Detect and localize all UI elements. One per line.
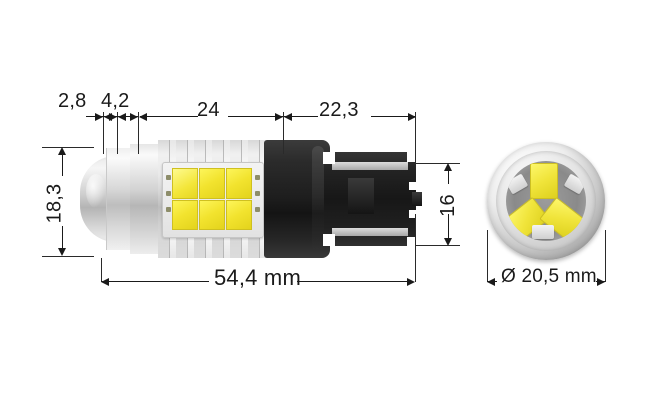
dim-label-16: 16 (436, 194, 459, 217)
arrow-head (597, 277, 605, 286)
extension-line (415, 245, 460, 246)
arrow-head (284, 112, 292, 121)
locking-lug (412, 192, 422, 206)
reflector-cavity (506, 161, 586, 241)
extension-line (42, 256, 94, 257)
arrow-head (95, 112, 103, 121)
front-view-bulb (487, 142, 605, 260)
dim-line-16-bottom (448, 214, 449, 238)
arrow-head (407, 277, 415, 286)
led-chip (172, 168, 198, 199)
arrow-head (101, 277, 109, 286)
heatsink-body (130, 144, 161, 254)
arrow-head (139, 112, 147, 121)
extension-line (42, 147, 94, 148)
led-chip (226, 168, 252, 199)
dim-label-diameter: Ø 20,5 mm (501, 266, 597, 287)
dim-line-223-right (371, 116, 415, 117)
arrow-head (104, 112, 112, 121)
extension-line (487, 230, 488, 282)
extension-line (103, 112, 104, 154)
led-chip (226, 199, 252, 230)
led-chip (199, 168, 225, 199)
retainer-clip (532, 225, 554, 239)
arrow-head (118, 112, 126, 121)
arrow-head (58, 147, 66, 155)
dim-label-4-2: 4,2 (101, 90, 130, 112)
arrow-head (130, 112, 138, 121)
lens-collar (106, 148, 134, 250)
extension-line (415, 112, 416, 164)
side-view-bulb (80, 140, 422, 258)
dim-line-18-3-top (62, 150, 63, 176)
extension-line (605, 230, 606, 282)
dim-line-24-left (140, 116, 198, 117)
arrow-head (109, 112, 117, 121)
extension-line (138, 112, 139, 154)
dim-line-16-top (448, 166, 449, 184)
extension-line (415, 214, 416, 282)
dim-line-total-left (101, 281, 209, 282)
arrow-head (444, 238, 452, 246)
extension-line (283, 112, 284, 154)
base-body (264, 140, 330, 258)
contact-strip (332, 162, 408, 170)
extension-line (117, 112, 118, 154)
dim-line-223-left (284, 116, 318, 117)
extension-line (101, 258, 102, 282)
arrow-head (408, 112, 416, 121)
dim-label-18-3: 18,3 (43, 183, 66, 224)
arrow-head (58, 248, 66, 256)
arrow-head (487, 277, 495, 286)
center-tab (348, 178, 374, 214)
dim-label-total-length: 54,4 mm (214, 265, 301, 290)
dim-line-18-3-bottom (62, 226, 63, 254)
contact-strip (332, 228, 408, 236)
arrow-head (275, 112, 283, 121)
dim-label-24: 24 (197, 99, 220, 121)
led-chip (199, 199, 225, 230)
arrow-head (444, 163, 452, 171)
led-chip-grid (172, 168, 252, 230)
led-chip (172, 199, 198, 230)
extension-line (415, 163, 460, 164)
dim-label-22-3: 22,3 (319, 99, 359, 121)
dim-line-24-right (228, 116, 283, 117)
dim-label-2-8: 2,8 (58, 90, 87, 112)
wedge-plug (323, 152, 422, 247)
front-led-chip (530, 163, 558, 199)
dim-line-total-right (297, 281, 408, 282)
